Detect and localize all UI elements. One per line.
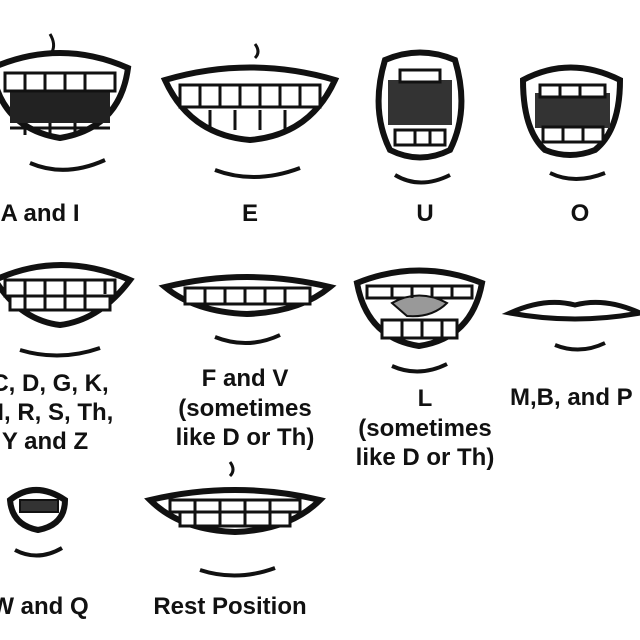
lip-bite-mouth-icon [158, 274, 337, 346]
mouth-label-line-1: L [417, 385, 433, 412]
open-wide-mouth-icon [0, 33, 132, 172]
mouth-label: O [570, 200, 590, 227]
mouth-label: E [241, 200, 258, 227]
wide-grin-mouth-icon [160, 43, 340, 179]
pursed-mouth-icon [6, 487, 69, 558]
closed-lips-mouth-icon [501, 299, 640, 352]
small-round-mouth-icon [519, 64, 624, 181]
mouth-label: A and I [0, 200, 80, 227]
tongue-mouth-icon [353, 267, 486, 374]
mouth-label-line-2: (sometimes [178, 395, 312, 422]
mouth-label: W and Q [0, 593, 89, 620]
rest-mouth-icon [144, 461, 326, 578]
mouth-label-line-3: like D or Th) [175, 424, 315, 451]
mouth-label: M,B, and P [510, 384, 633, 411]
mouth-label: Rest Position [153, 593, 307, 620]
mouth-label-line-2: (sometimes [358, 415, 492, 442]
mouth-label: U [416, 200, 434, 227]
mouth-label-line-2: N, R, S, Th, [0, 399, 114, 426]
mouth-label-line-3: like D or Th) [355, 444, 495, 471]
open-round-mouth-icon [375, 49, 465, 185]
mouth-label-line-3: Y and Z [1, 428, 89, 455]
mouth-label-line-1: F and V [201, 365, 289, 392]
mouth-label-line-1: C, D, G, K, [0, 370, 109, 397]
teeth-together-mouth-icon [0, 262, 135, 358]
